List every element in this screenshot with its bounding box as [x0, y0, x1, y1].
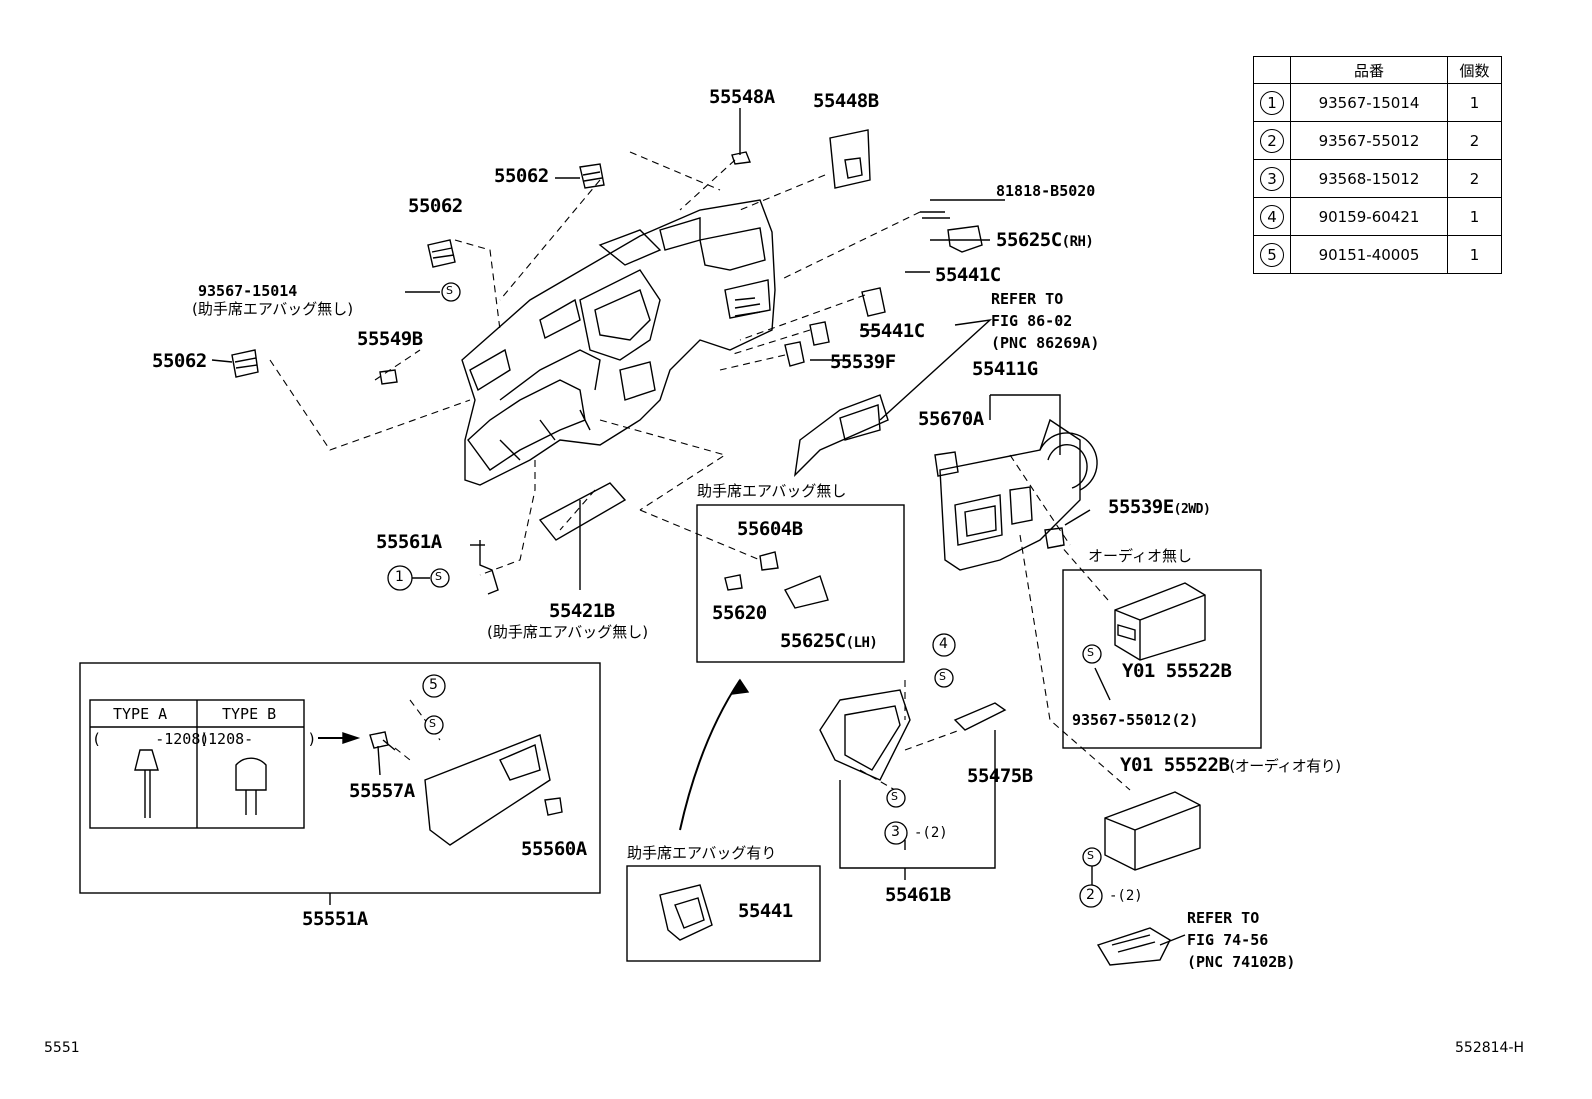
row-number: 5 [1260, 242, 1284, 267]
table-row: 5 90151-40005 1 [1253, 235, 1502, 274]
fastener-table: 品番 個数 1 93567-15014 1 2 93567-55012 2 3 … [1253, 56, 1502, 274]
table-cell-no: 3 [1253, 159, 1291, 198]
table-cell-part: 90159-60421 [1290, 197, 1448, 236]
instrument-panel-drawing [461, 199, 776, 486]
note-no-airbag-box: 助手席エアバッグ無し [697, 482, 847, 500]
callout-1: 1 [395, 569, 404, 585]
part-55475B: 55475B [967, 765, 1033, 787]
part-55448B: 55448B [813, 90, 879, 112]
table-cell-part: 93567-55012 [1290, 121, 1448, 160]
part-55411G: 55411G [972, 358, 1038, 380]
callout-2: 2 [1086, 887, 1095, 903]
screw-icon: S [446, 284, 453, 297]
note-no-airbag-2: (助手席エアバッグ無し) [487, 623, 649, 641]
table-cell-qty: 1 [1447, 83, 1502, 122]
part-55441C-a: 55441C [935, 264, 1001, 286]
part-81818-B5020: 81818-B5020 [996, 182, 1096, 200]
table-row: 3 93568-15012 2 [1253, 159, 1502, 198]
part-55522B-upper: Y01 55522B [1122, 660, 1232, 682]
part-93567-15014: 93567-15014 [198, 282, 298, 300]
type-a-range: ( -1208) [92, 730, 210, 748]
row-number: 4 [1260, 204, 1284, 229]
screw-icon: S [939, 670, 946, 683]
part-55549B: 55549B [357, 328, 423, 350]
part-55062-left: 55062 [152, 350, 207, 372]
note-qty-2a: -(2) [914, 825, 948, 841]
table-cell-no: 2 [1253, 121, 1291, 160]
callout-4: 4 [939, 636, 948, 652]
ref-74-line2: FIG 74-56 [1187, 931, 1269, 949]
ref-74-line1: REFER TO [1187, 909, 1260, 927]
screw-icon: S [1087, 849, 1094, 862]
ref-86-line2: FIG 86-02 [991, 312, 1073, 330]
table-header-row: 品番 個数 [1253, 56, 1502, 84]
screw-icon: S [435, 570, 442, 583]
callout-3: 3 [891, 824, 900, 840]
note-qty-2b: -(2) [1109, 888, 1143, 904]
type-b-range: (1208- ) [199, 730, 317, 748]
row-number: 1 [1260, 90, 1284, 115]
table-header-part: 品番 [1290, 56, 1448, 84]
part-55548A: 55548A [709, 86, 775, 108]
screw-icon: S [429, 717, 436, 730]
type-a-header: TYPE A [113, 705, 168, 723]
part-55604B: 55604B [737, 518, 803, 540]
part-55522B-lower: Y01 55522B(オーディオ有り) [1120, 754, 1341, 776]
note-no-airbag-1: (助手席エアバッグ無し) [192, 300, 354, 318]
table-row: 1 93567-15014 1 [1253, 83, 1502, 122]
table-cell-qty: 2 [1447, 121, 1502, 160]
table-cell-part: 93567-15014 [1290, 83, 1448, 122]
table-cell-part: 90151-40005 [1290, 235, 1448, 274]
footer-left: 5551 [44, 1040, 80, 1056]
part-93567-55012: 93567-55012(2) [1072, 711, 1199, 729]
part-55625C-lh: 55625C(LH) [780, 630, 878, 652]
note-no-audio: オーディオ無し [1088, 547, 1192, 565]
part-55062-mid: 55062 [408, 195, 463, 217]
ref-74-line3: (PNC 74102B) [1187, 953, 1296, 971]
footer-right: 552814-H [1455, 1040, 1525, 1056]
part-55670A: 55670A [918, 408, 984, 430]
part-55625C-rh: 55625C(RH) [996, 229, 1094, 251]
table-header-qty: 個数 [1447, 56, 1502, 84]
note-with-airbag-box: 助手席エアバッグ有り [627, 844, 777, 862]
row-number: 2 [1260, 128, 1284, 153]
table-row: 4 90159-60421 1 [1253, 197, 1502, 236]
part-55561A: 55561A [376, 531, 442, 553]
ref-86-line3: (PNC 86269A) [991, 334, 1100, 352]
row-number: 3 [1260, 166, 1284, 191]
part-55560A: 55560A [521, 838, 587, 860]
part-55539E: 55539E(2WD) [1108, 496, 1211, 518]
ref-86-line1: REFER TO [991, 290, 1064, 308]
part-55539F: 55539F [830, 351, 896, 373]
screw-icon: S [891, 790, 898, 803]
table-cell-part: 93568-15012 [1290, 159, 1448, 198]
table-cell-no: 1 [1253, 83, 1291, 122]
part-55062-top: 55062 [494, 165, 549, 187]
part-55421B: 55421B [549, 600, 615, 622]
part-55461B: 55461B [885, 884, 951, 906]
part-55557A: 55557A [349, 780, 415, 802]
part-55620: 55620 [712, 602, 767, 624]
screw-icon: S [1087, 646, 1094, 659]
type-b-header: TYPE B [222, 705, 277, 723]
table-cell-qty: 2 [1447, 159, 1502, 198]
part-55441: 55441 [738, 900, 793, 922]
part-55441C-b: 55441C [859, 320, 925, 342]
table-header-no [1253, 56, 1291, 84]
table-cell-no: 5 [1253, 235, 1291, 274]
part-55551A: 55551A [302, 908, 368, 930]
callout-5: 5 [429, 677, 438, 693]
table-cell-qty: 1 [1447, 235, 1502, 274]
table-cell-no: 4 [1253, 197, 1291, 236]
table-row: 2 93567-55012 2 [1253, 121, 1502, 160]
table-cell-qty: 1 [1447, 197, 1502, 236]
